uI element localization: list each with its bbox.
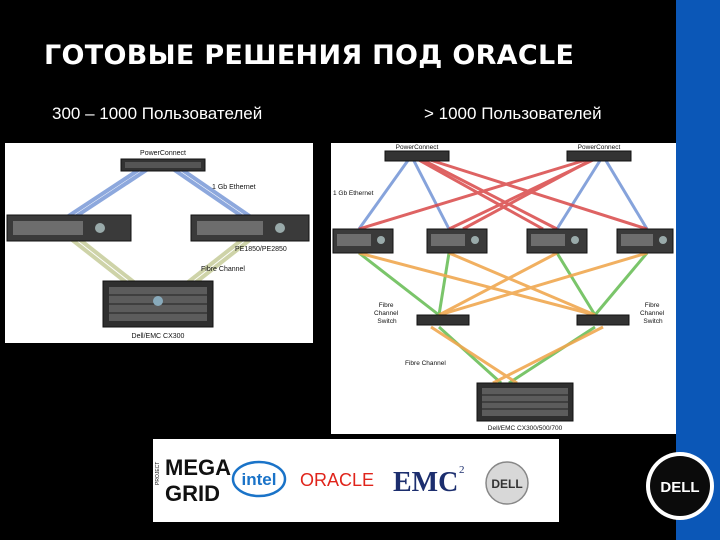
fc-switch-left-line-1: Fibre: [379, 302, 394, 309]
fc-switch-right-line-2: Channel: [640, 310, 665, 317]
partner-logos-strip: PROJECT MEGA GRID intel ORACLE EMC 2 DEL…: [153, 439, 559, 522]
storage-label: Dell/EMC CX300/500/700: [488, 425, 563, 432]
ethernet-links: [357, 158, 649, 230]
emc-text: EMC: [393, 467, 458, 498]
fibre-channel-label: Fibre Channel: [405, 360, 446, 367]
fc-switch-right: [576, 314, 630, 326]
fibre-links-orange: [358, 251, 648, 385]
megagrid-small-text: PROJECT: [155, 462, 161, 485]
server-1: [332, 228, 394, 254]
fc-switch-right-label: Fibre Channel Switch: [640, 302, 666, 325]
fc-switch-left-line-2: Channel: [374, 310, 399, 317]
server-3: [526, 228, 588, 254]
ethernet-links: [65, 167, 253, 219]
subtitle-large-config: > 1000 Пользователей: [424, 104, 602, 123]
ethernet-label: 1 Gb Ethernet: [333, 190, 374, 197]
storage-array: [476, 382, 574, 422]
ethernet-label: 1 Gb Ethernet: [212, 184, 256, 191]
slide-title: ГОТОВЫЕ РЕШЕНИЯ ПОД ORACLE: [44, 40, 575, 71]
diagram-large-config-svg: PowerConnect PowerConnect 1 Gb Ethernet …: [332, 144, 674, 432]
intel-logo: intel: [231, 460, 287, 498]
dell-small-text: DELL: [491, 477, 522, 491]
server-right: [190, 214, 310, 242]
fibre-links: [69, 237, 253, 285]
side-accent-bar: [676, 0, 720, 540]
powerconnect-switch-left: [384, 150, 450, 162]
dell-corner-text: DELL: [660, 479, 699, 496]
partner-logos-svg: PROJECT MEGA GRID intel ORACLE EMC 2 DEL…: [155, 455, 529, 506]
fibre-links-green: [358, 251, 649, 385]
storage-label: Dell/EMC CX300: [132, 333, 185, 340]
diagram-small-config: PowerConnect 1 Gb Ethernet PE1850/PE2850…: [5, 143, 313, 343]
fc-switch-left: [416, 314, 470, 326]
diagram-small-config-svg: PowerConnect 1 Gb Ethernet PE1850/PE2850…: [6, 150, 310, 340]
fc-switch-left-line-3: Switch: [377, 318, 397, 325]
fc-switch-right-line-3: Switch: [643, 318, 663, 325]
megagrid-line2: GRID: [165, 481, 220, 506]
powerconnect-switch-right: [566, 150, 632, 162]
subtitle-small-config: 300 – 1000 Пользователей: [52, 104, 263, 123]
server-4: [616, 228, 674, 254]
dell-logo-small: DELL: [485, 461, 529, 505]
server-2: [426, 228, 488, 254]
fibre-channel-label: Fibre Channel: [201, 266, 245, 273]
intel-text: intel: [242, 470, 277, 489]
switch-label: PowerConnect: [140, 150, 186, 157]
dell-logo-corner-svg: DELL: [660, 479, 699, 496]
diagram-large-config: PowerConnect PowerConnect 1 Gb Ethernet …: [331, 143, 676, 434]
ethernet-cross-links: [358, 157, 648, 231]
oracle-logo: ORACLE: [300, 470, 374, 490]
servers-label: PE1850/PE2850: [235, 246, 287, 253]
fc-switch-right-line-1: Fibre: [645, 302, 660, 309]
switch-left-label: PowerConnect: [396, 144, 439, 151]
megagrid-logo: PROJECT MEGA GRID: [155, 455, 231, 506]
dell-logo-corner: DELL: [646, 452, 714, 520]
server-left: [6, 214, 132, 242]
megagrid-line1: MEGA: [165, 455, 231, 480]
dell-logo-corner-inner: DELL: [650, 456, 710, 516]
emc-logo: EMC 2: [393, 464, 465, 498]
switch-right-label: PowerConnect: [578, 144, 621, 151]
fc-switch-left-label: Fibre Channel Switch: [374, 302, 400, 325]
storage-array: [102, 280, 214, 328]
emc-superscript: 2: [459, 464, 465, 476]
